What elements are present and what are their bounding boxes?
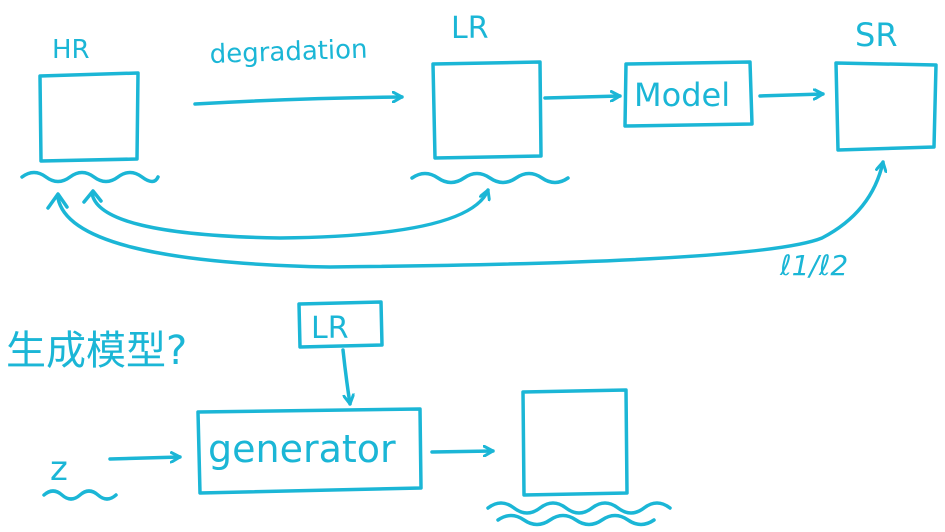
output-wave-2 [496, 513, 656, 527]
hr-wave [20, 170, 160, 184]
degradation-label: degradation [209, 35, 368, 70]
lr-bottom-label: LR [311, 311, 349, 346]
sr-box [834, 61, 938, 152]
z-wave [42, 489, 118, 501]
model-label: Model [634, 76, 730, 114]
z-label: z [50, 449, 68, 489]
hr-sr-loop-arrowhead-left [46, 192, 69, 210]
generator-to-output-arrow [430, 451, 495, 452]
hr-lr-loop-arrow [90, 188, 488, 240]
loss-label: ℓ1/ℓ2 [779, 249, 848, 282]
generator-box [196, 407, 423, 495]
sr-label: SR [855, 16, 898, 54]
model-to-sr-arrow [758, 94, 825, 96]
lr-box-bottom [297, 300, 384, 349]
model-box [623, 60, 754, 128]
output-wave [486, 501, 672, 515]
question-label: 生成模型? [6, 328, 187, 374]
output-box [521, 388, 629, 497]
lr-to-generator-arrow [341, 348, 350, 406]
lr-label: LR [451, 11, 489, 46]
hr-label: HR [52, 35, 90, 65]
lr-wave [410, 171, 570, 185]
z-to-generator-arrow [108, 457, 182, 459]
hr-sr-loop-arrow [56, 160, 883, 269]
degradation-arrow [193, 97, 404, 106]
hr-lr-loop-arrowhead-left [82, 189, 103, 204]
generator-label: generator [208, 427, 396, 471]
hr-box [38, 71, 140, 163]
lr-box [431, 60, 543, 160]
lr-to-model-arrow [543, 96, 622, 98]
